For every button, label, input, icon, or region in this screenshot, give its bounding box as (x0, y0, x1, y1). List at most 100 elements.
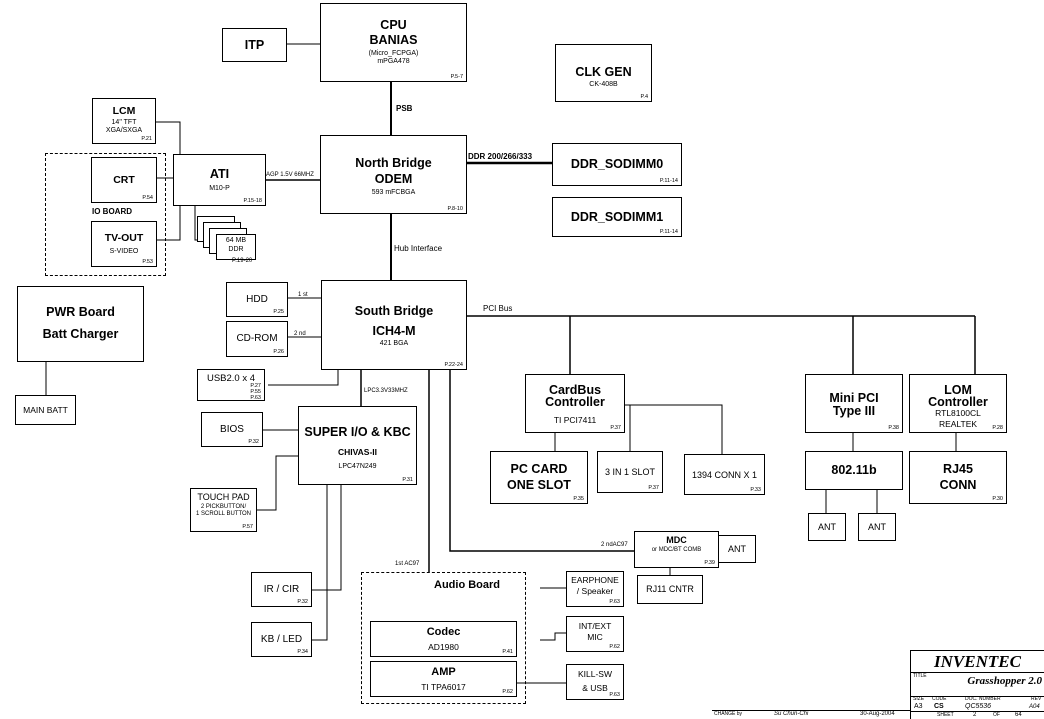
rj45-title2: CONN (939, 478, 977, 492)
bios-block[interactable]: BIOS P.32 (201, 412, 263, 447)
conn-1394-block[interactable]: 1394 CONN X 1 P.33 (684, 454, 765, 495)
lcm-block[interactable]: LCM 14" TFT XGA/SXGA P.21 (92, 98, 156, 144)
lom-controller-block[interactable]: LOM Controller RTL8100CL REALTEK P.28 (909, 374, 1007, 433)
title-label: TITLE (913, 673, 927, 679)
mic-title1: INT/EXT (578, 621, 612, 631)
lcm-sub1: 14" TFT (111, 119, 137, 126)
itp-block[interactable]: ITP (222, 28, 287, 62)
conn1394-page: P.33 (750, 487, 761, 493)
vram-block[interactable]: 64 MB DDR (216, 234, 256, 260)
mdc-block[interactable]: MDC or MDC/BT COMB P.39 (634, 531, 719, 568)
io-board-label: IO BOARD (92, 207, 132, 216)
nb-name: ODEM (374, 172, 413, 186)
wlan-title: 802.11b (831, 463, 877, 477)
cpu-block[interactable]: CPU BANIAS (Micro_FCPGA) mPGA478 P.5-7 (320, 3, 467, 82)
tvout-sub: S-VIDEO (109, 248, 139, 255)
kbled-title: KB / LED (260, 634, 303, 645)
int-ext-mic-block[interactable]: INT/EXT MIC P.62 (566, 616, 624, 652)
cd-rom-block[interactable]: CD-ROM P.26 (226, 321, 288, 357)
ddr-bus-label: DDR 200/266/333 (468, 152, 533, 161)
cardbus-controller-block[interactable]: CardBus Controller TI PCI7411 P.37 (525, 374, 625, 433)
kbled-page: P.34 (297, 649, 308, 655)
ddr0-title: DDR_SODIMM0 (570, 157, 664, 171)
mdc-page: P.39 (704, 560, 715, 566)
wlan-80211b-block[interactable]: 802.11b (805, 451, 903, 490)
ant-block-2[interactable]: ANT (858, 513, 896, 541)
sb-title: South Bridge (354, 304, 434, 318)
cdrom-2nd-label: 2 nd (294, 331, 306, 337)
cardbus-page: P.37 (610, 425, 621, 431)
mic-title2: MIC (587, 632, 603, 642)
kill-sw-usb-block[interactable]: KILL-SW & USB P.63 (566, 664, 624, 700)
rev-label: REV (1031, 696, 1042, 702)
pc-card-block[interactable]: PC CARD ONE SLOT P.35 (490, 451, 588, 504)
superio-title: SUPER I/O & KBC (304, 425, 411, 439)
code-value: CS (934, 703, 944, 710)
lpc-label: LPC3.3V33MHZ (364, 388, 408, 394)
earphone-title2: / Speaker (576, 586, 614, 596)
ddr-sodimm0-block[interactable]: DDR_SODIMM0 P.11-14 (552, 143, 682, 186)
size-value: A3 (914, 703, 923, 710)
conn1394-title: 1394 CONN X 1 (691, 470, 758, 480)
company-name: INVENTEC (934, 652, 1021, 671)
change-row-divider (712, 710, 910, 711)
io-board-group (45, 153, 166, 276)
pwr-board-block[interactable]: PWR Board Batt Charger (17, 286, 144, 362)
touch-pad-block[interactable]: TOUCH PAD 2 PICKBUTTON/ 1 SCROLL BUTTON … (190, 488, 257, 532)
itp-title: ITP (244, 38, 265, 52)
bios-page: P.32 (248, 439, 259, 445)
usb-block[interactable]: USB2.0 x 4 P.27 P.55 P.63 (197, 369, 265, 401)
clk-gen-block[interactable]: CLK GEN CK-408B P.4 (555, 44, 652, 102)
ant-block-3[interactable]: ANT (718, 535, 756, 563)
earphone-title1: EARPHONE (571, 575, 619, 585)
hdd-block[interactable]: HDD P.25 (226, 282, 288, 317)
crt-page: P.54 (142, 195, 153, 201)
psb-label: PSB (396, 104, 413, 113)
hub-interface-label: Hub Interface (394, 244, 443, 253)
codec-page: P.41 (502, 649, 513, 655)
killsw-title2: & USB (582, 683, 608, 693)
hdd-1st-label: 1 st (298, 292, 308, 298)
usb-page3: P.63 (250, 395, 261, 401)
cardbus-sub: TI PCI7411 (553, 415, 597, 425)
rj45-conn-block[interactable]: RJ45 CONN P.30 (909, 451, 1007, 504)
clk-sub: CK-408B (589, 81, 618, 88)
slot3in1-page: P.37 (648, 485, 659, 491)
amp-block[interactable]: AMP TI TPA6017 P.62 (370, 661, 517, 697)
doc-value: QC5536 (965, 703, 992, 710)
tv-out-block[interactable]: TV-OUT S-VIDEO P.53 (91, 221, 157, 267)
super-io-kbc-block[interactable]: SUPER I/O & KBC CHIVAS-II LPC47N249 P.31 (298, 406, 417, 485)
pccard-page: P.35 (573, 496, 584, 502)
pwr-title2: Batt Charger (42, 327, 119, 341)
amp-page: P.62 (502, 689, 513, 695)
doc-label: DOC. NUMBER (965, 696, 1001, 702)
codec-block[interactable]: Codec AD1980 P.41 (370, 621, 517, 657)
rj11-title: RJ11 CNTR (646, 584, 694, 594)
touchpad-title: TOUCH PAD (197, 492, 250, 502)
mdc-title: MDC (666, 535, 687, 545)
ati-block[interactable]: ATI M10-P P.15-18 (173, 154, 266, 206)
three-in-one-slot-block[interactable]: 3 IN 1 SLOT P.37 (597, 451, 663, 493)
ddr-sodimm1-block[interactable]: DDR_SODIMM1 P.11-14 (552, 197, 682, 237)
vram-page: P.19-20 (232, 258, 253, 264)
of-label: OF (993, 712, 1000, 718)
sheet-label: SHEET (937, 712, 954, 718)
earphone-speaker-block[interactable]: EARPHONE / Speaker P.63 (566, 571, 624, 607)
ant-block-1[interactable]: ANT (808, 513, 846, 541)
audio-board-group (361, 572, 526, 704)
pccard-title2: ONE SLOT (507, 478, 571, 492)
earphone-page: P.63 (609, 599, 620, 605)
rj11-cntr-block[interactable]: RJ11 CNTR (637, 575, 703, 604)
mini-pci-block[interactable]: Mini PCI Type III P.38 (805, 374, 903, 433)
south-bridge-block[interactable]: South Bridge ICH4-M 421 BGA P.22-24 (321, 280, 467, 370)
cardbus-title2: Controller (545, 395, 605, 409)
crt-block[interactable]: CRT P.54 (91, 157, 157, 203)
rj45-page: P.30 (992, 496, 1003, 502)
lom-page: P.28 (992, 425, 1003, 431)
ircir-title: IR / CIR (263, 584, 300, 595)
kb-led-block[interactable]: KB / LED P.34 (251, 622, 312, 657)
ir-cir-block[interactable]: IR / CIR P.32 (251, 572, 312, 607)
north-bridge-block[interactable]: North Bridge ODEM 593 mFCBGA P.8-10 (320, 135, 467, 214)
main-batt-block[interactable]: MAIN BATT (15, 395, 76, 425)
cdrom-title: CD-ROM (236, 333, 278, 344)
